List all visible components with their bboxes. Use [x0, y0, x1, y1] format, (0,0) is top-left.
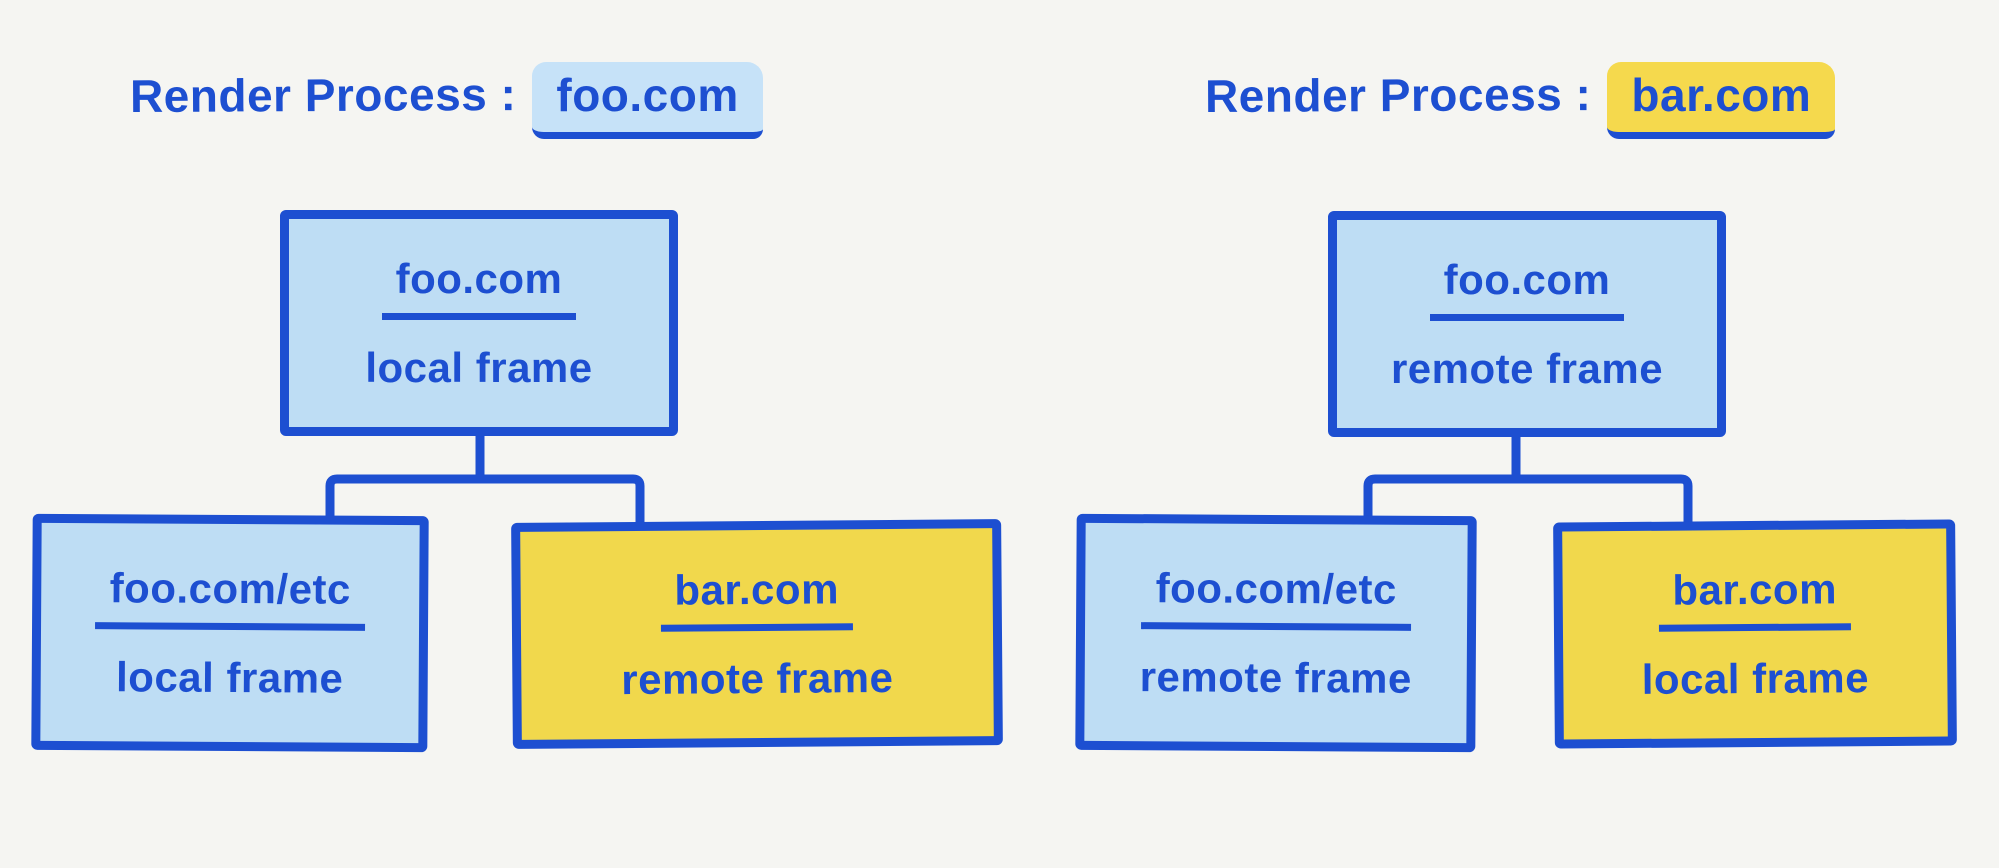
left-tree-title: Render Process : foo.com — [130, 62, 763, 139]
frame-domain: bar.com — [660, 564, 854, 632]
frame-box-foo-etc-remote: foo.com/etc remote frame — [1075, 513, 1477, 753]
frame-type: local frame — [365, 343, 593, 391]
frame-domain: bar.com — [1658, 564, 1852, 632]
frame-box-bar-local: bar.com local frame — [1553, 519, 1957, 749]
frame-domain: foo.com — [1429, 256, 1625, 321]
frame-type: remote frame — [1390, 344, 1664, 392]
frame-box-foo-root: foo.com local frame — [280, 210, 678, 436]
frame-type: local frame — [1641, 653, 1870, 703]
frame-box-bar-remote: bar.com remote frame — [511, 519, 1003, 749]
frame-domain: foo.com — [381, 255, 577, 320]
frame-box-foo-etc-local: foo.com/etc local frame — [31, 513, 429, 753]
title-domain-highlight-foo: foo.com — [532, 62, 763, 139]
title-prefix: Render Process : — [129, 67, 517, 123]
frame-domain: foo.com/etc — [95, 563, 366, 631]
frame-type: remote frame — [1139, 652, 1412, 702]
frame-type: local frame — [115, 652, 344, 702]
frame-type: remote frame — [621, 653, 894, 703]
connector-left-tree — [325, 433, 645, 524]
title-prefix: Render Process : — [1204, 67, 1592, 123]
right-tree-title: Render Process : bar.com — [1204, 62, 1836, 139]
frame-box-foo-root-remote: foo.com remote frame — [1328, 211, 1726, 437]
connector-right-tree — [1363, 434, 1693, 527]
title-domain-highlight-bar: bar.com — [1607, 62, 1836, 139]
frame-domain: foo.com/etc — [1141, 563, 1412, 631]
